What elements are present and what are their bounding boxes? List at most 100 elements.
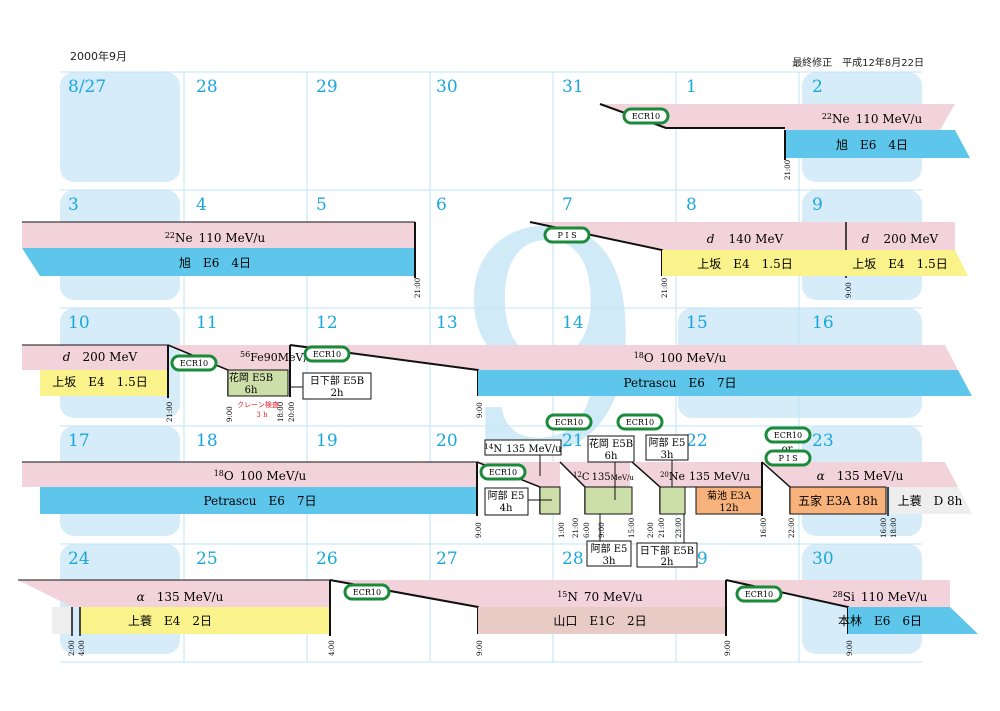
svg-text:22:00: 22:00	[788, 518, 796, 538]
svg-text:2:00: 2:00	[68, 640, 76, 656]
day-number: 11	[196, 313, 218, 333]
svg-text:20:00: 20:00	[288, 402, 296, 422]
svg-text:4:00: 4:00	[328, 640, 336, 656]
day-number: 6	[436, 195, 447, 215]
svg-text:9:00: 9:00	[475, 522, 483, 538]
day-number: 23	[812, 431, 834, 451]
svg-text:花岡 E5B: 花岡 E5B	[229, 371, 273, 384]
source-badges: ECR10 P I S ECR10 ECR10 ECR10 ECR10 ECR1…	[170, 107, 812, 603]
svg-text:ECR10: ECR10	[626, 418, 654, 427]
month-label: 2000年9月	[70, 50, 127, 63]
pis-badge: P I S	[764, 449, 812, 467]
day-number: 28	[562, 549, 584, 569]
svg-text:9:00: 9:00	[598, 522, 606, 538]
ecr-badge: ECR10	[303, 345, 351, 363]
svg-text:21:00: 21:00	[414, 278, 422, 298]
svg-text:6:00: 6:00	[583, 522, 591, 538]
day-number: 1	[686, 77, 697, 97]
svg-text:上坂 E4 1.5日: 上坂 E4 1.5日	[852, 257, 947, 271]
svg-text:上蓑 E4 2日: 上蓑 E4 2日	[128, 614, 212, 628]
day-number: 2	[812, 77, 823, 97]
svg-text:上坂 E4 1.5日: 上坂 E4 1.5日	[52, 375, 147, 389]
svg-text:Petrascu E6 7日: Petrascu E6 7日	[204, 494, 317, 508]
day-number: 7	[562, 195, 573, 215]
day-number: 8/27	[68, 77, 106, 97]
svg-text:1:00: 1:00	[558, 522, 566, 538]
day-number: 22	[686, 431, 708, 451]
svg-text:23:00: 23:00	[675, 518, 683, 538]
svg-text:12h: 12h	[719, 503, 739, 514]
svg-text:ECR10: ECR10	[353, 588, 381, 597]
svg-text:2h: 2h	[331, 388, 344, 399]
svg-text:上蓑 D 8h: 上蓑 D 8h	[898, 494, 963, 508]
day-number: 24	[68, 549, 90, 569]
svg-text:ECR10: ECR10	[632, 112, 660, 121]
svg-text:ECR10: ECR10	[180, 359, 208, 368]
svg-text:阿部 E5: 阿部 E5	[591, 542, 628, 555]
ecr-badge: ECR10	[170, 354, 218, 372]
svg-text:2:00: 2:00	[647, 522, 655, 538]
svg-text:9:00: 9:00	[226, 406, 234, 422]
experiment-label: 旭 E6 4日	[179, 256, 251, 270]
svg-text:21:00: 21:00	[661, 278, 669, 298]
day-number: 21	[562, 431, 584, 451]
svg-text:21:00: 21:00	[166, 402, 174, 422]
day-number: 30	[436, 77, 458, 97]
svg-text:6h: 6h	[245, 385, 258, 396]
svg-text:2h: 2h	[661, 557, 674, 568]
day-number: 4	[196, 195, 207, 215]
svg-text:3h: 3h	[603, 556, 616, 567]
svg-text:9:00: 9:00	[845, 282, 853, 298]
beam-label: 56Fe90MeV/u	[240, 350, 314, 364]
day-number: 27	[436, 549, 458, 569]
svg-text:18:00: 18:00	[277, 402, 285, 422]
svg-text:阿部 E5: 阿部 E5	[488, 489, 525, 502]
day-number: 31	[562, 77, 584, 97]
svg-text:ECR10: ECR10	[774, 431, 802, 440]
day-number: 19	[316, 431, 338, 451]
revision-date: 最終修正 平成12年8月22日	[792, 58, 924, 69]
svg-text:ECR10: ECR10	[745, 590, 773, 599]
day-number: 20	[436, 431, 458, 451]
day-number: 8	[686, 195, 697, 215]
experiment-bar	[785, 130, 970, 158]
svg-text:五家 E3A 18h: 五家 E3A 18h	[798, 493, 878, 508]
pis-badge: P I S	[543, 226, 591, 244]
ecr-badge: ECR10	[622, 107, 670, 125]
ion-band	[600, 104, 955, 130]
experiment-label: 旭 E6 4日	[836, 138, 908, 152]
day-number: 3	[68, 195, 79, 215]
svg-text:花岡 E5B: 花岡 E5B	[589, 437, 633, 450]
svg-text:16:00: 16:00	[880, 518, 888, 538]
svg-text:3h: 3h	[661, 450, 674, 461]
ecr-badge: ECR10	[735, 585, 783, 603]
svg-text:9:00: 9:00	[476, 640, 484, 656]
day-number: 28	[196, 77, 218, 97]
svg-text:3 h: 3 h	[256, 411, 268, 419]
svg-text:P I S: P I S	[778, 454, 797, 463]
day-number: 9	[812, 195, 823, 215]
day-number: 10	[68, 313, 90, 333]
day-number: 12	[316, 313, 338, 333]
day-number: 25	[196, 549, 218, 569]
ecr-badge: ECR10	[479, 463, 527, 481]
svg-text:15:00: 15:00	[628, 518, 636, 538]
svg-text:山口 E1C 2日: 山口 E1C 2日	[553, 614, 646, 628]
svg-text:9:00: 9:00	[724, 640, 732, 656]
